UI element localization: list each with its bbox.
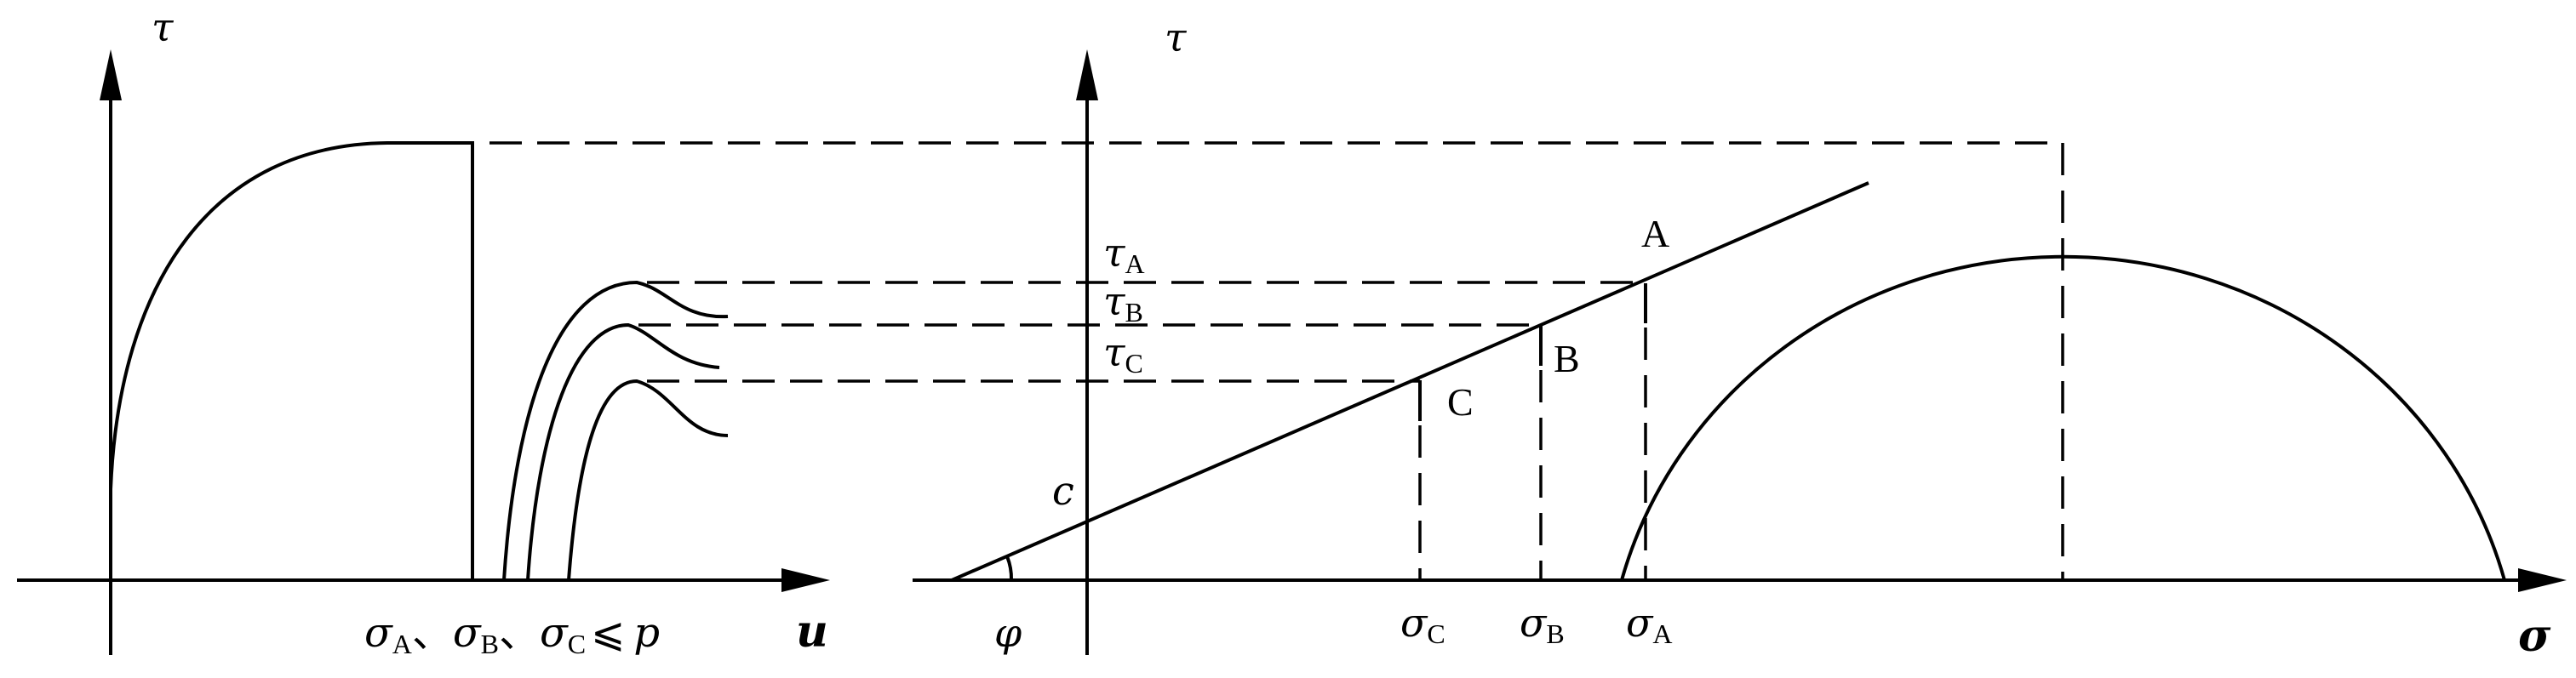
left-main-curve: [109, 141, 474, 580]
separator-2: 、: [499, 611, 540, 656]
intercept-label: c: [1052, 468, 1074, 514]
curve-sigma-c: [567, 379, 729, 581]
left-y-axis-label: τ: [152, 4, 175, 50]
curve-sigma-b: [526, 322, 720, 581]
angle-label: φ: [994, 610, 1022, 656]
sigma-c-sym: σ: [540, 609, 569, 657]
tau-a-label: τA: [1103, 230, 1145, 279]
left-x-axis-arrowhead: [781, 568, 830, 592]
sigma-a-sub: A: [392, 629, 412, 659]
right-x-axis-arrowhead: [2518, 568, 2567, 592]
point-a-label: A: [1641, 212, 1669, 255]
dashed-guides: [489, 141, 2064, 580]
sigma-b-label: σB: [1520, 600, 1565, 649]
right-plot: [913, 49, 2567, 655]
sigma-b-sub: B: [481, 629, 499, 659]
friction-angle-arc: [1005, 556, 1014, 581]
sigma-c-sub: C: [568, 629, 586, 659]
sigma-a-label: σA: [1626, 600, 1673, 649]
sigma-c-label: σC: [1400, 600, 1445, 649]
sigma-a-sym: σ: [364, 609, 393, 657]
right-x-axis-label: σ: [2518, 610, 2551, 662]
right-y-axis-label: τ: [1165, 14, 1188, 60]
p-symbol: p: [633, 609, 660, 657]
point-c-label: C: [1447, 380, 1474, 424]
point-b-label: B: [1554, 337, 1580, 380]
sigma-b-sym: σ: [453, 609, 482, 657]
left-plot: [17, 49, 830, 655]
right-y-axis-arrowhead: [1076, 49, 1098, 100]
left-y-axis-arrowhead: [100, 49, 122, 100]
tau-b-label: τB: [1103, 278, 1143, 328]
left-x-axis-label: u: [796, 606, 828, 658]
tau-c-label: τC: [1103, 329, 1143, 379]
x-annotation: σA、σB、σC⩽p: [364, 609, 660, 659]
curve-sigma-a: [502, 280, 729, 581]
separator-1: 、: [412, 611, 453, 656]
leq-sign: ⩽: [591, 611, 625, 656]
